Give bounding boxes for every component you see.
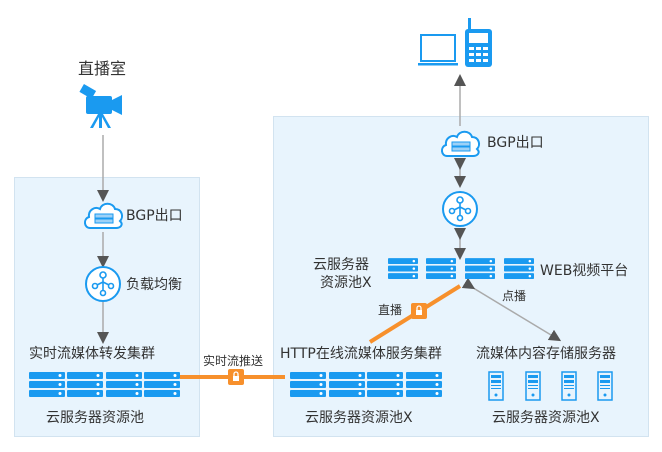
storage-label: 流媒体内容存储服务器 [476,346,616,362]
video-camera-icon [79,84,122,128]
rack-server-icon [388,258,418,279]
vod-label: 点播 [502,289,527,303]
rack-server-icon [465,258,495,279]
pool-x-label-line2: 资源池X [320,275,372,291]
cloud-bgp-icon-left [84,202,124,229]
rack-server-icon [67,372,103,397]
tower-server-icon [488,371,504,401]
tower-server-icon [561,371,577,401]
rack-server-icon [106,372,142,397]
rack-server-icon [367,372,403,397]
bgp-label-right: BGP出口 [487,135,544,151]
push-stream-label: 实时流推送 [203,354,264,368]
lock-icon [411,303,427,319]
load-balancer-icon-right [442,191,478,227]
lock-icon [228,369,244,385]
rack-server-icon [426,258,456,279]
live-label: 直播 [378,303,403,317]
mobile-phone-icon [465,18,492,67]
http-cluster-label: HTTP在线流媒体服务集群 [280,346,442,362]
load-balance-label: 负载均衡 [126,277,182,293]
pool-x-label-line1: 云服务器 [313,257,369,273]
http-pool-label: 云服务器资源池X [305,410,413,426]
laptop-icon [418,34,458,66]
tower-server-icon [525,371,541,401]
rack-server-icon [29,372,65,397]
rack-server-icon [290,372,326,397]
cloud-bgp-icon-right [441,130,481,157]
rack-server-icon [144,372,180,397]
rack-server-icon [329,372,365,397]
load-balancer-icon [85,266,121,302]
tower-server-icon [597,371,613,401]
left-pool-label: 云服务器资源池 [46,410,144,426]
studio-label: 直播室 [78,59,127,78]
forward-cluster-label: 实时流媒体转发集群 [29,346,155,362]
arrow-vod [461,277,562,342]
rack-server-icon [406,372,442,397]
storage-pool-label: 云服务器资源池X [492,410,600,426]
rack-server-icon [504,258,534,279]
web-platform-label: WEB视频平台 [540,263,629,279]
bgp-label-left: BGP出口 [126,208,183,224]
